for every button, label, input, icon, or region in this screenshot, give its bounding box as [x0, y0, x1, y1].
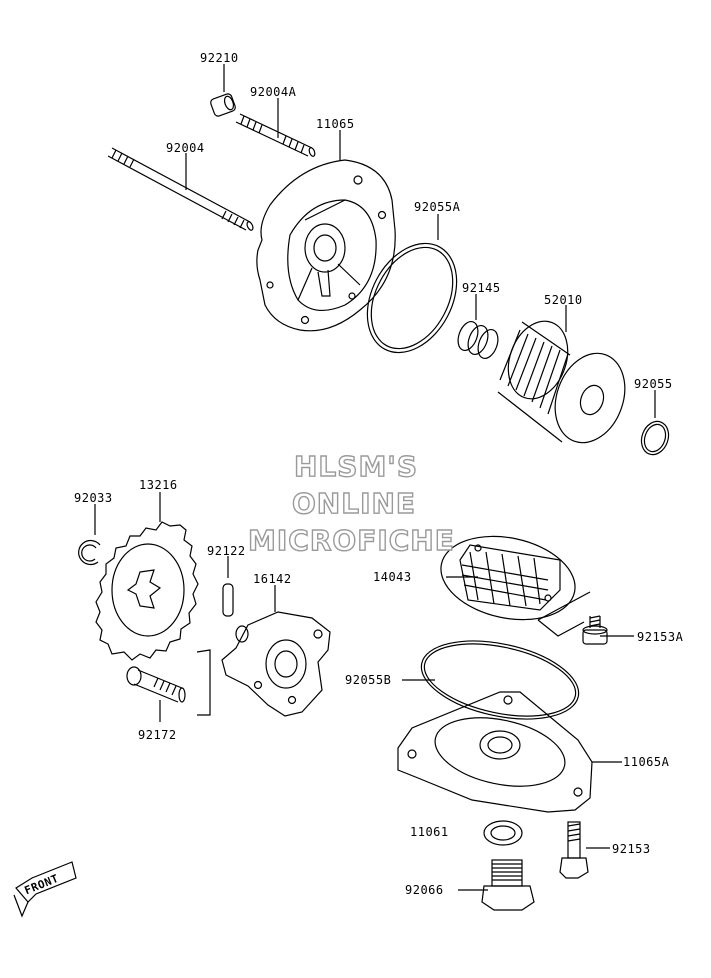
label-92004[interactable]: 92004 — [166, 141, 205, 155]
label-11061[interactable]: 11061 — [410, 825, 449, 839]
nut-92210 — [210, 93, 236, 117]
label-92033[interactable]: 92033 — [74, 491, 113, 505]
gasket-92055B — [420, 640, 580, 720]
label-92153A[interactable]: 92153A — [637, 630, 684, 644]
stud-92004 — [107, 147, 254, 231]
label-92055[interactable]: 92055 — [634, 377, 673, 391]
strainer-14043 — [440, 535, 576, 621]
label-52010[interactable]: 52010 — [544, 293, 583, 307]
label-14043[interactable]: 14043 — [373, 570, 412, 584]
label-11065[interactable]: 11065 — [316, 117, 355, 131]
gasket-11061 — [483, 820, 523, 846]
watermark-line-2: ONLINE — [291, 487, 417, 520]
label-11065A[interactable]: 11065A — [623, 755, 670, 769]
watermark-line-1: HLSM'S — [293, 450, 419, 483]
label-16142[interactable]: 16142 — [253, 572, 292, 586]
front-arrow-icon — [13, 861, 77, 918]
label-92004A[interactable]: 92004A — [250, 85, 297, 99]
label-92153[interactable]: 92153 — [612, 842, 651, 856]
label-92122[interactable]: 92122 — [207, 544, 246, 558]
oring-92055 — [640, 420, 670, 456]
bolt-92153A — [582, 615, 608, 645]
pump-16142 — [221, 611, 331, 717]
label-92210[interactable]: 92210 — [200, 51, 239, 65]
bolt-92172 — [126, 666, 186, 703]
label-13216[interactable]: 13216 — [139, 478, 178, 492]
label-92055A[interactable]: 92055A — [414, 200, 461, 214]
leader-lines — [94, 64, 656, 891]
watermark-line-3: MICROFICHE — [247, 524, 455, 557]
label-92172[interactable]: 92172 — [138, 728, 177, 742]
plug-92066 — [481, 859, 535, 911]
spring-92145 — [457, 320, 499, 360]
bolt-92153 — [559, 821, 589, 879]
gear-13216 — [95, 521, 199, 661]
oring-92055A — [366, 242, 458, 354]
filter-52010 — [497, 320, 626, 444]
stud-92004A — [235, 113, 316, 157]
label-92145[interactable]: 92145 — [462, 281, 501, 295]
circlip-92033 — [78, 539, 101, 566]
cover-11065A — [397, 691, 593, 813]
pin-92122 — [222, 583, 234, 617]
cover-11065 — [256, 159, 396, 332]
label-92055B[interactable]: 92055B — [345, 673, 392, 687]
label-92066[interactable]: 92066 — [405, 883, 444, 897]
